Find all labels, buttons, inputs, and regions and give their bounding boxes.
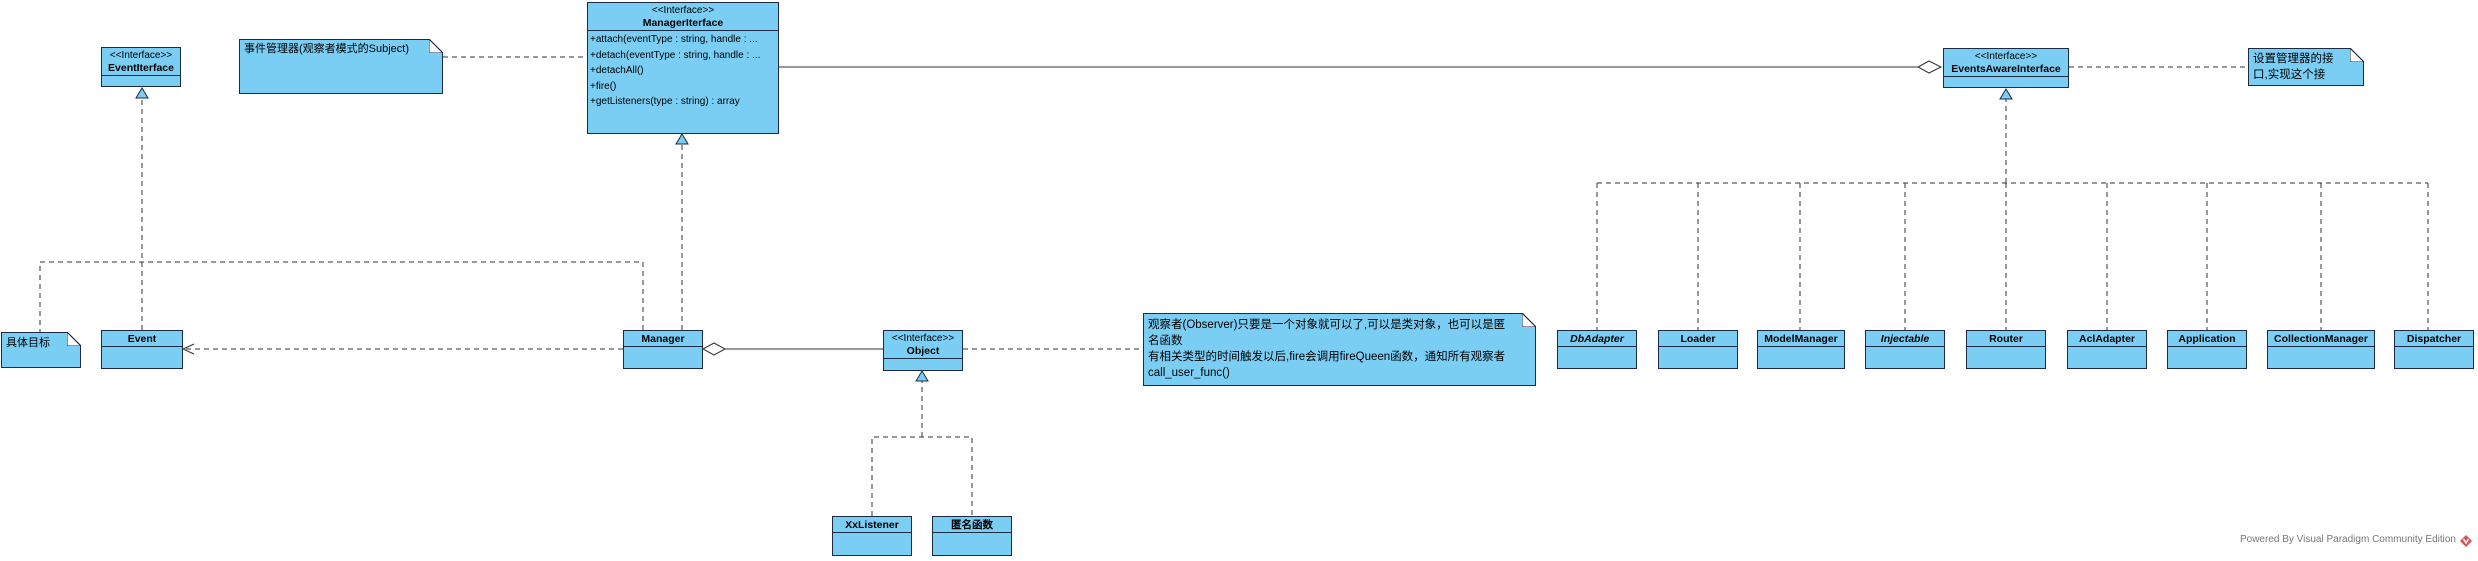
link-manager-to-target-note: [39, 261, 644, 332]
compartment-divider: [102, 346, 182, 368]
compartment-divider: [833, 532, 911, 555]
realization-manager-to-manageriterface: [675, 133, 689, 330]
class-name: ManagerIterface: [642, 17, 724, 29]
class-name: AclAdapter: [2078, 333, 2135, 345]
stereotype-label: <<Interface>>: [651, 5, 715, 16]
eventsaware-note-line2: 口,实现这个接: [2253, 69, 2326, 81]
class-name: EventIterface: [108, 62, 174, 74]
class-name: XxListener: [845, 519, 899, 531]
class-name: Event: [127, 333, 157, 345]
operation-detachall: +detachAll(): [590, 65, 644, 76]
class-name: Router: [1989, 333, 2023, 345]
dispatcher-class-box[interactable]: Dispatcher: [2394, 330, 2474, 369]
acladapter-class-box[interactable]: AclAdapter: [2067, 330, 2147, 369]
compartment-divider: [1558, 346, 1636, 368]
dbadapter-class-box[interactable]: DbAdapter: [1557, 330, 1637, 369]
router-class-box[interactable]: Router: [1966, 330, 2046, 369]
compartment-divider: [1944, 76, 2068, 77]
class-name: Dispatcher: [2406, 333, 2462, 345]
compartment-divider: [2168, 346, 2246, 368]
anonymous-function-class-box[interactable]: 匿名函数: [932, 516, 1012, 556]
compartment-divider: [1866, 346, 1944, 368]
compartment-divider: [102, 75, 180, 76]
eventiterface-box[interactable]: <<Interface>> EventIterface: [101, 47, 181, 87]
realization-tree-eventsaware: [1596, 88, 2429, 330]
eventsaware-note-line1: 设置管理器的接: [2253, 53, 2334, 65]
class-name: Loader: [1680, 333, 1716, 345]
observer-note-line2: 名函数: [1148, 335, 1183, 347]
operation-fire: +fire(): [590, 80, 617, 92]
class-name: EventsAwareInterface: [1951, 63, 2061, 75]
observer-note-line3: 有相关类型的时间触发以后,fire会调用fireQueen函数，通知所有观察者: [1148, 351, 1506, 363]
note-fold-icon: [429, 39, 443, 53]
observer-note-line1: 观察者(Observer)只要是一个对象就可以了,可以是类对象，也可以是匿: [1148, 319, 1506, 331]
event-class-box[interactable]: Event: [101, 330, 183, 369]
note-fold-icon: [67, 332, 81, 346]
subject-note[interactable]: 事件管理器(观察者模式的Subject): [239, 39, 443, 94]
observer-note[interactable]: 观察者(Observer)只要是一个对象就可以了,可以是类对象，也可以是匿 名函…: [1143, 313, 1536, 386]
stereotype-label: <<Interface>>: [109, 50, 173, 61]
operation-getlisteners: +getListeners(type : string) : array: [590, 96, 740, 107]
class-name: DbAdapter: [1570, 333, 1624, 345]
note-fold-icon: [1522, 313, 1536, 327]
collectionmanager-class-box[interactable]: CollectionManager: [2267, 330, 2375, 369]
note-fold-icon: [2350, 48, 2364, 62]
class-name: ModelManager: [1764, 333, 1838, 345]
loader-class-box[interactable]: Loader: [1658, 330, 1738, 369]
compartment-divider: [884, 358, 962, 359]
aggregation-manager-object: [701, 342, 883, 356]
subject-note-text: 事件管理器(观察者模式的Subject): [244, 43, 410, 55]
compartment-divider: [2395, 346, 2473, 368]
class-name: Injectable: [1880, 333, 1930, 345]
stereotype-label: <<Interface>>: [1974, 51, 2038, 62]
realization-event-to-eventiterface: [135, 87, 149, 330]
compartment-divider: [2268, 346, 2374, 368]
class-name: Object: [906, 345, 940, 357]
compartment-divider: [1758, 346, 1844, 368]
eventsaware-note[interactable]: 设置管理器的接 口,实现这个接: [2248, 48, 2364, 86]
eventsawareinterface-box[interactable]: <<Interface>> EventsAwareInterface: [1943, 48, 2069, 88]
compartment-divider: [2068, 346, 2146, 368]
modelmanager-class-box[interactable]: ModelManager: [1757, 330, 1845, 369]
compartment-divider: [1967, 346, 2045, 368]
visual-paradigm-logo-icon: [2460, 535, 2472, 547]
observer-note-line4: call_user_func(): [1148, 367, 1230, 379]
stereotype-label: <<Interface>>: [891, 333, 955, 344]
compartment-divider: [933, 532, 1011, 555]
application-class-box[interactable]: Application: [2167, 330, 2247, 369]
target-note-text: 具体目标: [6, 337, 50, 349]
compartment-divider: [624, 346, 702, 368]
compartment-divider: [1659, 346, 1737, 368]
operations-list: +attach(eventType : string, handle : ...…: [588, 31, 778, 111]
class-name: Manager: [641, 333, 685, 345]
object-interface-box[interactable]: <<Interface>> Object: [883, 330, 963, 371]
aggregation-manageriterface-eventsaware: [779, 60, 1943, 74]
xxlistener-class-box[interactable]: XxListener: [832, 516, 912, 556]
class-name: 匿名函数: [951, 519, 993, 531]
dependency-manager-to-event: [181, 343, 623, 355]
class-name: CollectionManager: [2274, 333, 2368, 345]
injectable-class-box[interactable]: Injectable: [1865, 330, 1945, 369]
realization-listeners-to-object: [871, 370, 973, 516]
operation-detach: +detach(eventType : string, handle : ...: [590, 49, 761, 61]
operation-attach: +attach(eventType : string, handle : ...: [590, 34, 758, 45]
manageriterface-box[interactable]: <<Interface>> ManagerIterface +attach(ev…: [587, 2, 779, 134]
manager-class-box[interactable]: Manager: [623, 330, 703, 369]
compartment-divider: [588, 30, 778, 31]
powered-by-footer: Powered By Visual Paradigm Community Edi…: [2239, 534, 2456, 545]
class-name: Application: [2178, 333, 2236, 345]
